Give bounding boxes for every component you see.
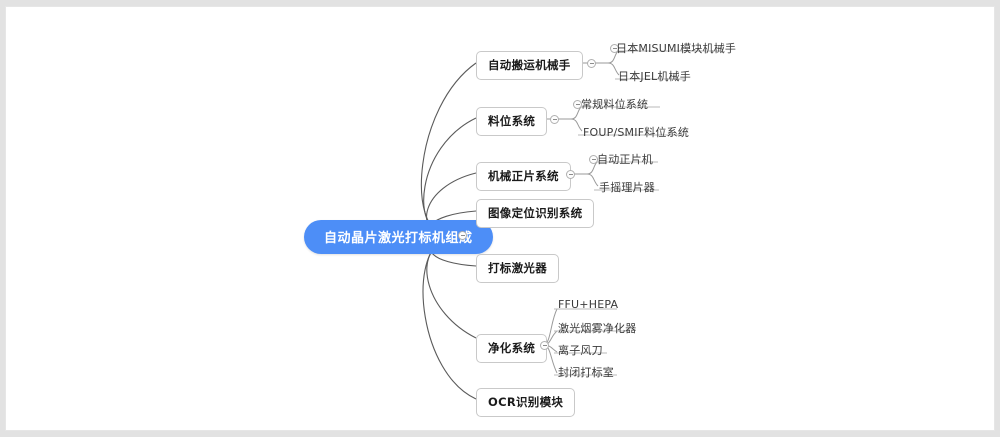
leaf-node-1-1[interactable]: 日本MISUMI模块机械手 (612, 39, 740, 58)
branch-3-fork-toggle-icon[interactable] (589, 155, 598, 164)
leaf-node-6-1-label: FFU+HEPA (558, 298, 619, 311)
branch-node-5[interactable]: 打标激光器 (476, 254, 559, 283)
leaf-node-3-1[interactable]: 自动正片机 (593, 150, 657, 169)
branch-node-1-label: 自动搬运机械手 (488, 58, 571, 72)
branch-node-6[interactable]: 净化系统 (476, 334, 548, 363)
leaf-node-3-2[interactable]: 手摇理片器 (595, 178, 659, 197)
branch-3-collapse-toggle-icon[interactable] (566, 170, 575, 179)
branch-node-2-label: 料位系统 (488, 114, 536, 128)
leaf-node-2-1[interactable]: 常规料位系统 (577, 95, 652, 114)
branch-node-1[interactable]: 自动搬运机械手 (476, 51, 583, 80)
mindmap-canvas[interactable]: 自动晶片激光打标机组成 自动搬运机械手 日本MISUMI模块机械手 日本JEL机… (6, 7, 994, 430)
mindmap-window: 自动晶片激光打标机组成 自动搬运机械手 日本MISUMI模块机械手 日本JEL机… (5, 6, 995, 431)
leaf-node-3-2-label: 手摇理片器 (599, 181, 655, 194)
link-root-to-branch-1 (421, 62, 477, 236)
branch-1-fork-toggle-icon[interactable] (610, 44, 619, 53)
leaf-node-6-4-label: 封闭打标室 (558, 366, 614, 379)
branch-node-6-label: 净化系统 (488, 341, 536, 355)
branch-node-7-label: OCR识别模块 (488, 395, 564, 409)
branch-1-collapse-toggle-icon[interactable] (587, 59, 596, 68)
link-root-to-branch-2 (423, 117, 477, 236)
branch-node-7[interactable]: OCR识别模块 (476, 388, 576, 417)
branch-6-collapse-toggle-icon[interactable] (540, 341, 549, 350)
leaf-node-2-1-label: 常规料位系统 (581, 98, 649, 111)
link-root-to-branch-7 (422, 240, 477, 400)
branch-2-collapse-toggle-icon[interactable] (550, 115, 559, 124)
leaf-node-6-2[interactable]: 激光烟雾净化器 (554, 319, 640, 338)
leaf-node-6-1[interactable]: FFU+HEPA (554, 297, 622, 313)
leaf-node-1-1-label: 日本MISUMI模块机械手 (616, 42, 737, 55)
branch-node-3-label: 机械正片系统 (488, 169, 559, 183)
leaf-node-1-2-label: 日本JEL机械手 (618, 70, 691, 83)
leaf-node-1-2[interactable]: 日本JEL机械手 (614, 67, 695, 86)
root-collapse-toggle-icon[interactable] (458, 231, 467, 240)
root-node-label: 自动晶片激光打标机组成 (324, 231, 473, 246)
leaf-node-3-1-label: 自动正片机 (597, 153, 653, 166)
leaf-node-6-2-label: 激光烟雾净化器 (558, 322, 637, 335)
branch-node-4-label: 图像定位识别系统 (488, 206, 583, 220)
leaf-node-6-3-label: 离子风刀 (558, 344, 603, 357)
branch-node-5-label: 打标激光器 (488, 261, 547, 275)
leaf-node-6-4[interactable]: 封闭打标室 (554, 363, 618, 382)
branch-node-3[interactable]: 机械正片系统 (476, 162, 571, 191)
branch-2-fork-toggle-icon[interactable] (573, 100, 582, 109)
leaf-node-2-2-label: FOUP/SMIF料位系统 (583, 126, 690, 139)
branch-node-4[interactable]: 图像定位识别系统 (476, 199, 595, 228)
link-root-to-branch-6 (426, 240, 477, 339)
leaf-node-6-3[interactable]: 离子风刀 (554, 341, 607, 360)
leaf-node-2-2[interactable]: FOUP/SMIF料位系统 (579, 123, 693, 142)
branch-node-2[interactable]: 料位系统 (476, 107, 548, 136)
